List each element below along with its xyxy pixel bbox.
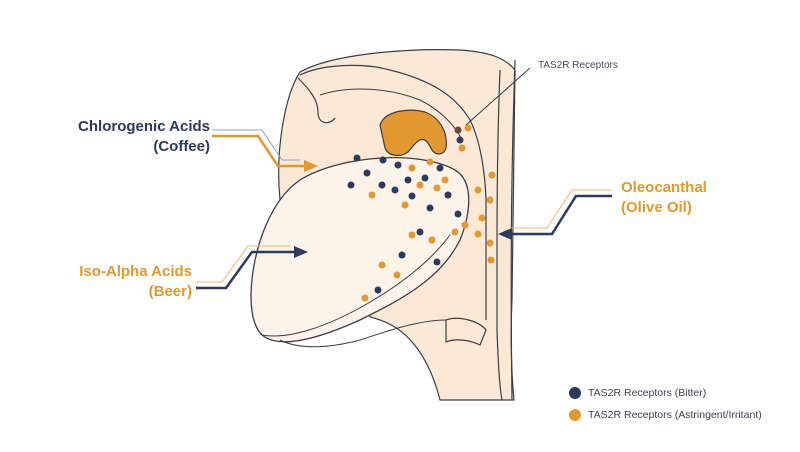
palate	[299, 64, 487, 320]
astringent-receptor-dot	[433, 184, 441, 192]
legend-row-bitter: TAS2R Receptors (Bitter)	[569, 384, 762, 402]
iso-alpha-source: (Beer)	[148, 283, 192, 300]
throat-line	[510, 59, 516, 401]
tongue-underside	[261, 234, 451, 337]
bitter-receptor-dot	[394, 161, 402, 169]
astringent-receptor-dot	[478, 214, 486, 222]
bitter-receptor-dot	[408, 192, 416, 200]
astringent-receptor-dot	[416, 181, 424, 189]
bitter-receptor-dot	[378, 181, 386, 189]
tongue	[250, 157, 470, 343]
oleocanthal-label: Oleocanthal (Olive Oil)	[621, 178, 781, 218]
legend-astringent-dot	[569, 409, 581, 421]
chlorogenic-arrow	[212, 129, 318, 172]
bitter-receptor-dot	[374, 286, 382, 294]
legend-bitter-dot	[569, 387, 581, 399]
chlorogenic-source: (Coffee)	[153, 138, 210, 155]
astringent-receptor-dot	[474, 230, 482, 238]
receptor-callout: TAS2R Receptors	[538, 60, 618, 71]
astringent-receptor-dot	[474, 186, 482, 194]
bitter-receptor-dot	[433, 258, 441, 266]
legend-row-astringent: TAS2R Receptors (Astringent/Irritant)	[569, 406, 762, 424]
legend-bitter-label: TAS2R Receptors (Bitter)	[588, 387, 707, 399]
chlorogenic-name: Chlorogenic Acids	[78, 118, 210, 135]
astringent-receptor-dot	[458, 144, 466, 152]
astringent-receptor-dot	[486, 239, 494, 247]
bitter-receptor-dot	[379, 156, 387, 164]
callout-line	[465, 67, 531, 126]
astringent-receptor-dot	[428, 236, 436, 244]
nose-outline	[297, 77, 336, 124]
oleocanthal-source: (Olive Oil)	[621, 199, 692, 216]
astringent-receptor-dot	[401, 201, 409, 209]
bitter-receptor-dot	[436, 164, 444, 172]
astringent-receptor-dot	[426, 158, 434, 166]
palate-inner	[319, 88, 463, 141]
bitter-receptor-dot	[426, 204, 434, 212]
astringent-receptor-dot	[408, 231, 416, 239]
bitter-receptor-dot	[416, 228, 424, 236]
callout-receptor-dot	[454, 126, 462, 134]
astringent-receptor-dot	[408, 164, 416, 172]
legend-astringent-label: TAS2R Receptors (Astringent/Irritant)	[588, 409, 762, 421]
astringent-receptor-dot	[393, 271, 401, 279]
legend: TAS2R Receptors (Bitter) TAS2R Receptors…	[569, 384, 762, 428]
oleocanthal-name: Oleocanthal	[621, 179, 707, 196]
astringent-receptor-dot	[451, 228, 459, 236]
astringent-receptors	[361, 124, 496, 302]
uvula	[379, 109, 447, 157]
jaw-line	[279, 319, 447, 348]
throat-back	[496, 69, 503, 401]
iso-alpha-label: Iso-Alpha Acids (Beer)	[20, 262, 192, 302]
bitter-receptor-dot	[404, 176, 412, 184]
iso-alpha-arrow	[196, 245, 308, 290]
larynx	[445, 317, 487, 346]
iso-alpha-name: Iso-Alpha Acids	[79, 263, 192, 280]
astringent-receptor-dot	[486, 196, 494, 204]
astringent-receptor-dot	[361, 294, 369, 302]
oleocanthal-arrow	[498, 189, 612, 240]
bitter-receptor-dot	[456, 136, 464, 144]
astringent-receptor-dot	[368, 191, 376, 199]
astringent-receptor-dot	[378, 261, 386, 269]
bitter-receptor-dot	[353, 154, 361, 162]
bitter-receptor-dot	[444, 191, 452, 199]
astringent-receptor-dot	[461, 221, 469, 229]
bitter-receptor-dot	[347, 181, 355, 189]
astringent-receptor-dot	[488, 171, 496, 179]
astringent-receptor-dot	[487, 256, 495, 264]
bitter-receptor-dot	[454, 210, 462, 218]
bitter-receptor-dot	[391, 186, 399, 194]
astringent-receptor-dot	[464, 124, 472, 132]
astringent-receptor-dot	[441, 176, 449, 184]
bitter-receptor-dot	[363, 169, 371, 177]
bitter-receptors	[347, 136, 464, 294]
bitter-receptor-dot	[421, 174, 429, 182]
bitter-receptor-dot	[398, 251, 406, 259]
chlorogenic-label: Chlorogenic Acids (Coffee)	[20, 117, 210, 157]
